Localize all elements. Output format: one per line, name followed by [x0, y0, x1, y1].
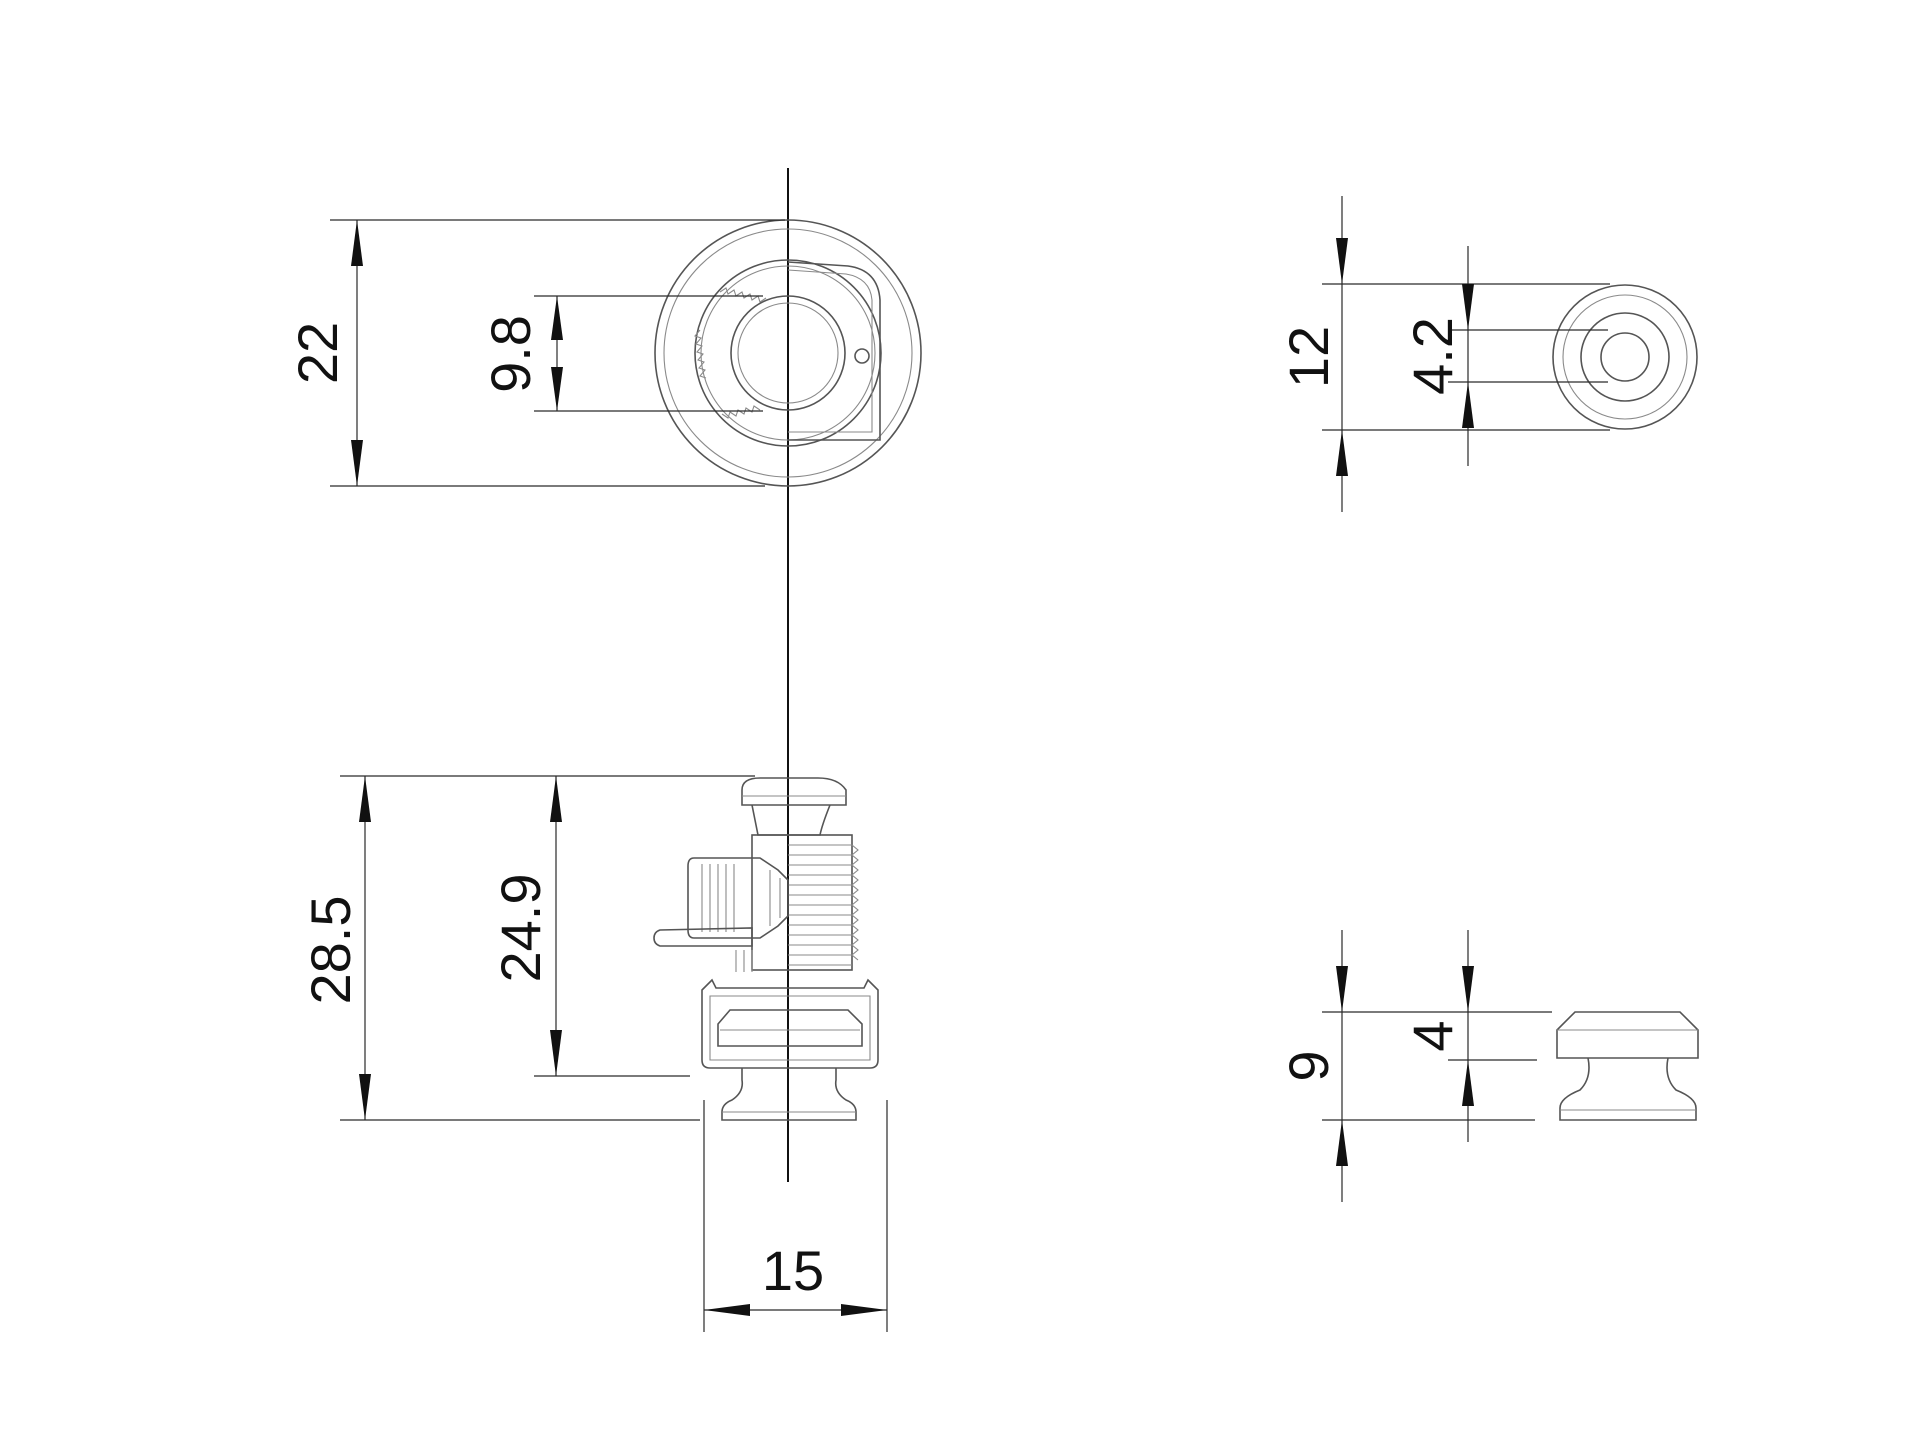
dimension-button-height: 9 — [1277, 930, 1552, 1202]
dimension-label-28-5: 28.5 — [299, 896, 362, 1005]
dimension-label-9-8: 9.8 — [479, 315, 542, 393]
dimension-head-inner-diameter: 9.8 — [479, 295, 763, 412]
dimension-head-diameter: 22 — [286, 219, 785, 487]
dimension-label-15: 15 — [762, 1239, 824, 1302]
dimension-button-neck: 4 — [1401, 930, 1537, 1142]
dimension-button-hole: 4.2 — [1401, 246, 1608, 466]
button-top-view — [1552, 284, 1698, 430]
top-view-head — [654, 219, 922, 487]
dimension-body-height: 24.9 — [489, 776, 690, 1077]
dimension-base-width: 15 — [703, 1100, 888, 1332]
dimension-label-9: 9 — [1277, 1050, 1340, 1081]
button-side-view — [1556, 1011, 1699, 1121]
dimension-button-diameter: 12 — [1277, 196, 1610, 512]
dimension-overall-height: 28.5 — [299, 775, 755, 1121]
dimension-label-22: 22 — [286, 322, 349, 384]
side-view-body — [653, 777, 879, 1121]
dimension-label-24-9: 24.9 — [489, 874, 552, 983]
dimension-label-4: 4 — [1401, 1020, 1464, 1051]
dimension-label-12: 12 — [1277, 326, 1340, 388]
dimension-label-4-2: 4.2 — [1401, 317, 1464, 395]
